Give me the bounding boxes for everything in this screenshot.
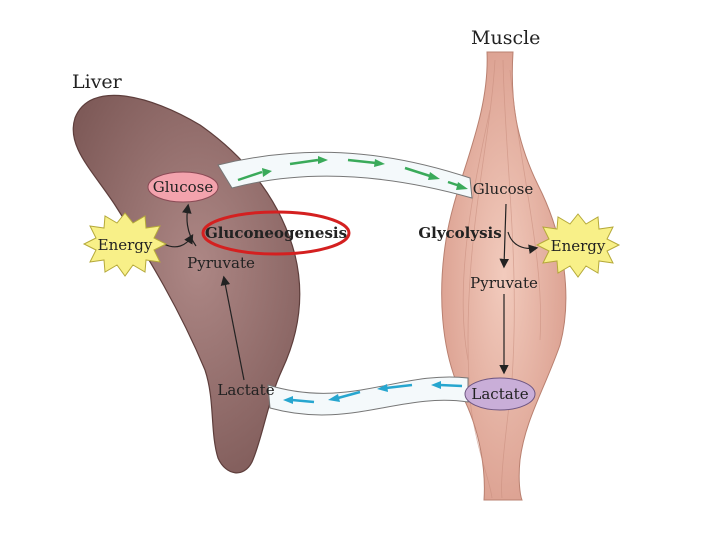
liver-pyruvate-label: Pyruvate xyxy=(187,254,255,272)
liver-energy-burst xyxy=(82,212,168,277)
lactate-flow-arrows xyxy=(283,381,463,404)
glycolysis-label: Glycolysis xyxy=(418,224,501,242)
liver-lactate-label: Lactate xyxy=(217,381,274,399)
gluconeogenesis-highlight-ring xyxy=(201,210,351,256)
glucose-transport-tube xyxy=(217,151,473,199)
liver-title: Liver xyxy=(72,71,123,93)
liver-glucose-node xyxy=(147,171,219,203)
liver-shape xyxy=(72,94,301,474)
muscle-title: Muscle xyxy=(471,27,540,49)
glucose-to-pyruvate-arrow xyxy=(499,203,510,269)
gluconeogenesis-label: Gluconeogenesis xyxy=(205,224,347,242)
liver-energy-input-arrow xyxy=(163,233,194,248)
muscle-fibers xyxy=(462,59,541,499)
lactate-to-pyruvate-arrow xyxy=(220,275,245,381)
pyruvate-to-glucose-arrow xyxy=(182,203,197,247)
muscle-lactate-node xyxy=(464,377,536,411)
lactate-transport-tube xyxy=(267,376,469,416)
liver-glucose-label: Glucose xyxy=(153,178,214,196)
glucose-flow-arrows xyxy=(237,156,468,190)
muscle-energy-label: Energy xyxy=(551,237,606,255)
muscle-energy-output-arrow xyxy=(507,231,539,254)
muscle-pyruvate-label: Pyruvate xyxy=(470,274,538,292)
muscle-energy-burst xyxy=(535,213,621,278)
muscle-lactate-label: Lactate xyxy=(471,385,528,403)
muscle-glucose-label: Glucose xyxy=(473,180,534,198)
liver-energy-label: Energy xyxy=(98,236,153,254)
